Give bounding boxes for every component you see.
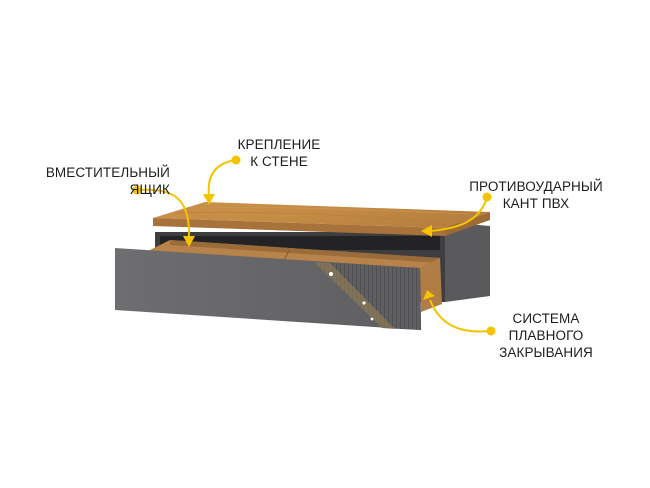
callout-arrows <box>136 159 491 333</box>
callout-soft-line1: СИСТЕМА <box>512 311 580 326</box>
drawer-dot-icon <box>132 185 142 195</box>
callout-drawer-line2: ЯЩИК <box>129 182 170 197</box>
callout-drawer: ВМЕСТИТЕЛЬНЫЙ ЯЩИК <box>34 164 170 198</box>
edge-dot-icon <box>482 192 492 202</box>
tabletop <box>153 202 490 236</box>
wall-dot-icon <box>231 155 241 165</box>
edge-arrowhead-icon <box>421 225 432 237</box>
callout-wall-mount: КРЕПЛЕНИЕ К СТЕНЕ <box>234 136 324 170</box>
soft-close-arrowhead-icon <box>423 290 435 300</box>
callout-dots <box>132 155 496 336</box>
callout-soft-close: СИСТЕМА ПЛАВНОГО ЗАКРЫВАНИЯ <box>490 310 602 361</box>
callout-wall-line2: К СТЕНЕ <box>250 154 308 169</box>
callout-wall-line1: КРЕПЛЕНИЕ <box>237 137 321 152</box>
callout-edge: ПРОТИВОУДАРНЫЙ КАНТ ПВХ <box>462 178 610 212</box>
callout-edge-line1: ПРОТИВОУДАРНЫЙ <box>469 179 603 194</box>
callout-soft-line3: ЗАКРЫВАНИЯ <box>499 345 593 360</box>
wall-arrowhead-icon <box>203 194 215 205</box>
callout-soft-line2: ПЛАВНОГО <box>508 328 584 343</box>
soft-close-dot-icon <box>486 326 496 336</box>
drawer-arrowhead-icon <box>183 236 195 247</box>
drawer-front <box>115 248 421 330</box>
callout-drawer-line1: ВМЕСТИТЕЛЬНЫЙ <box>45 165 170 180</box>
callout-edge-line2: КАНТ ПВХ <box>502 196 570 211</box>
drawer-interior <box>150 240 442 312</box>
